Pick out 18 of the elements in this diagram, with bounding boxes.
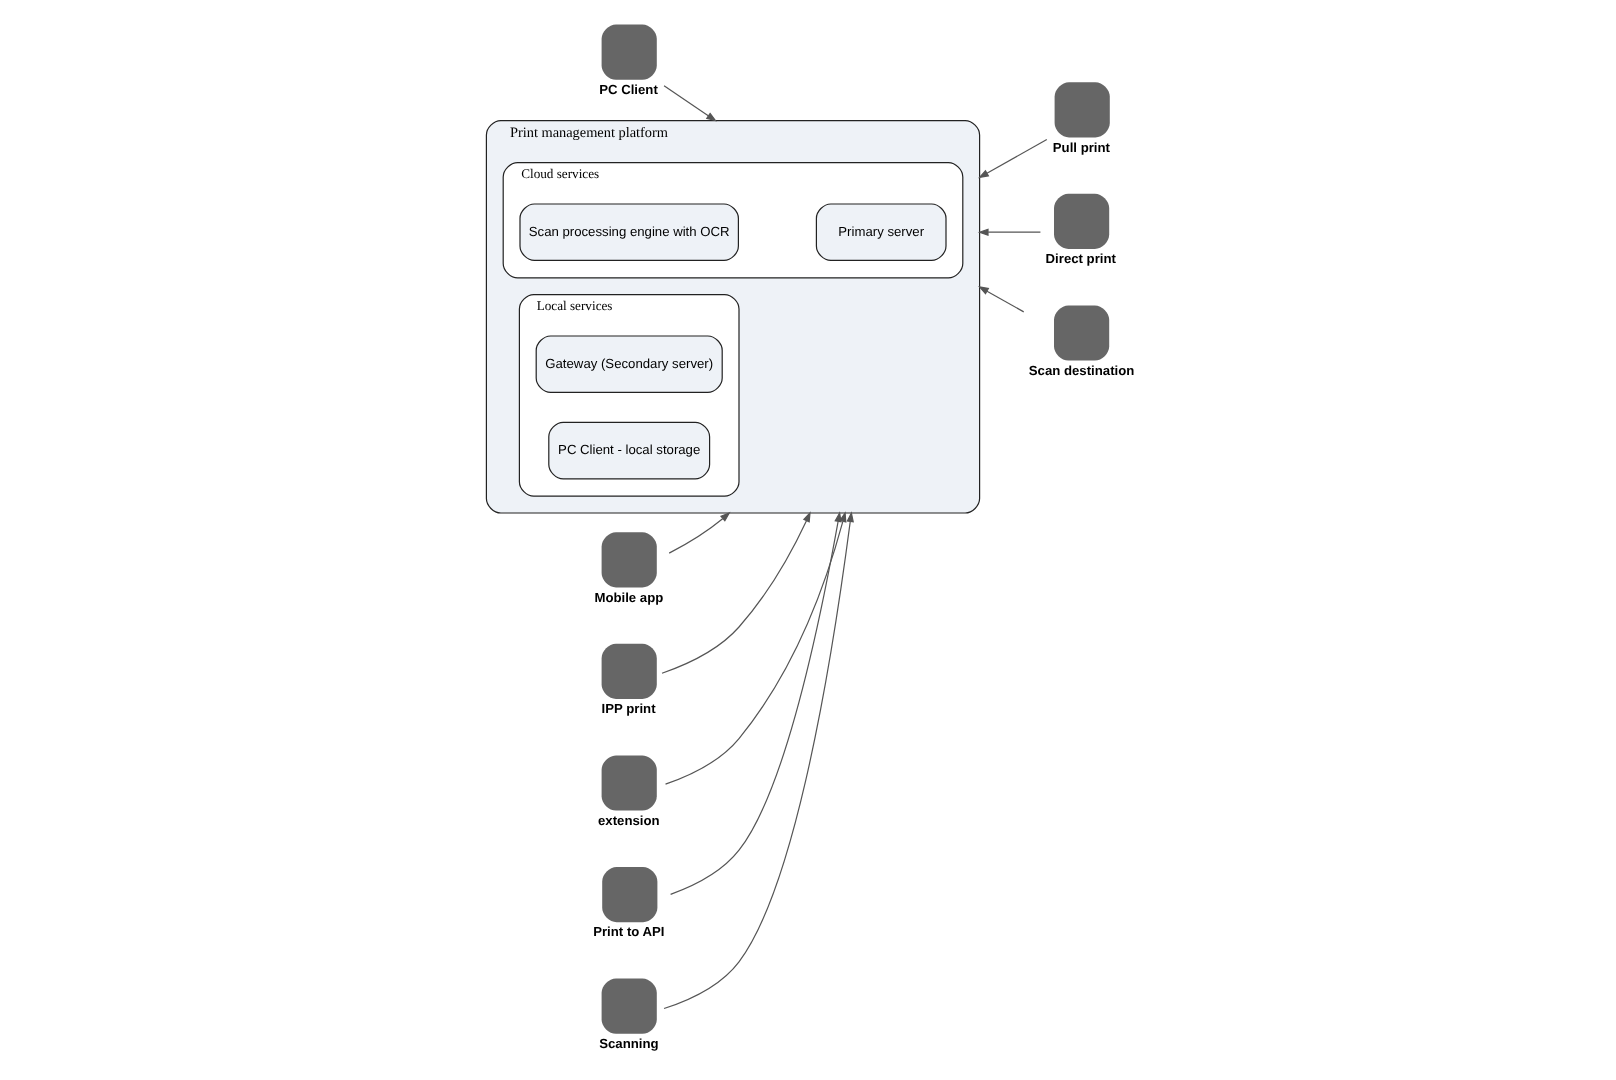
arrow xyxy=(978,138,1048,179)
arrow xyxy=(670,511,842,895)
node-box xyxy=(1054,305,1110,361)
node-box xyxy=(602,867,658,923)
node-box xyxy=(601,643,657,699)
arrow xyxy=(661,511,811,674)
node-box xyxy=(601,755,657,811)
arrow xyxy=(978,286,1025,313)
node-box xyxy=(601,532,657,588)
node-box xyxy=(1054,193,1110,249)
arrow xyxy=(663,85,717,122)
arrow xyxy=(668,511,731,554)
node-box xyxy=(1054,82,1110,138)
node-box xyxy=(601,24,657,80)
arrow xyxy=(977,228,1041,236)
arrow xyxy=(663,511,854,1010)
node-box xyxy=(601,978,657,1034)
arrow xyxy=(664,511,847,785)
